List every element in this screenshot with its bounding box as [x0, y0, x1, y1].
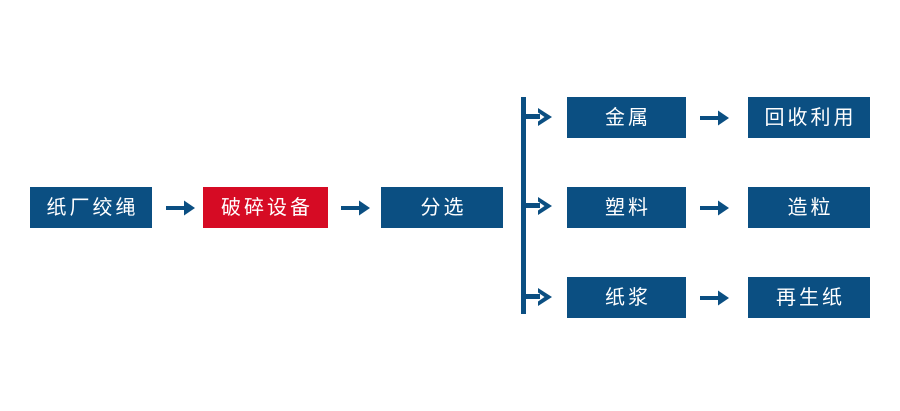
- branch-arrow-right-icon-pulp: [536, 286, 558, 308]
- branch-arrow-right-icon-metal: [536, 106, 558, 128]
- node-crushing-equipment[interactable]: 破碎设备: [203, 187, 328, 228]
- node-metal-recovery-reuse[interactable]: 回收利用: [748, 97, 870, 138]
- branch-stub-pulp: [526, 294, 540, 299]
- branch-stub-plastic: [526, 203, 540, 208]
- branch-arrow-right-icon-plastic: [536, 195, 558, 217]
- node-metal[interactable]: 金属: [567, 97, 686, 138]
- branch-stub-metal: [526, 114, 540, 119]
- arrow-right-icon-metal-to-recovery: [700, 106, 730, 130]
- node-pelletizing[interactable]: 造粒: [748, 187, 870, 228]
- node-sorting[interactable]: 分选: [381, 187, 503, 228]
- branch-vertical-bus: [521, 97, 526, 314]
- arrow-right-icon-input-to-crusher: [166, 196, 196, 220]
- node-recycled-paper[interactable]: 再生纸: [748, 277, 870, 318]
- node-plastic[interactable]: 塑料: [567, 187, 686, 228]
- node-input-paper-mill-rope[interactable]: 纸厂绞绳: [30, 187, 152, 228]
- arrow-right-icon-pulp-to-recycled-paper: [700, 286, 730, 310]
- node-pulp[interactable]: 纸浆: [567, 277, 686, 318]
- arrow-right-icon-plastic-to-pelletizing: [700, 196, 730, 220]
- arrow-right-icon-crusher-to-sorting: [341, 196, 371, 220]
